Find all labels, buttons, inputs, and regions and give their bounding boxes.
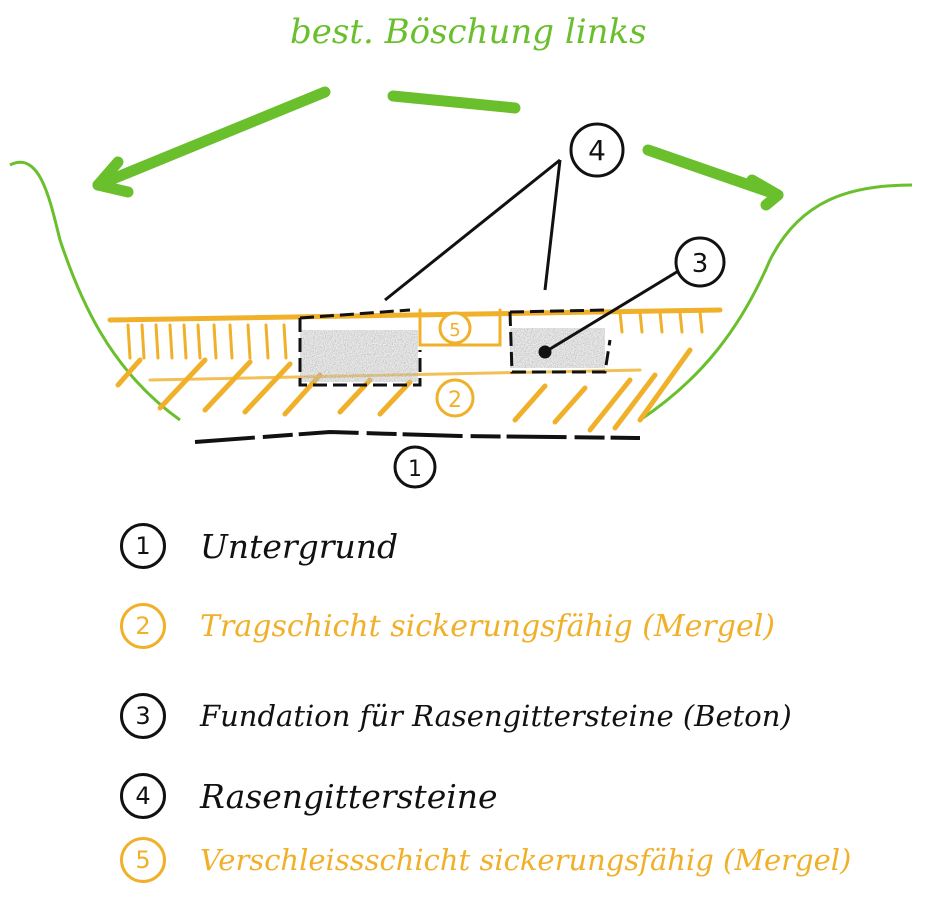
subsoil-line	[194, 429, 641, 444]
right-arrow	[642, 144, 784, 211]
paver-outlines	[298, 308, 612, 387]
legend-label: Fundation für Rasengittersteine (Beton)	[200, 699, 792, 733]
callout-2: 2	[435, 378, 475, 418]
legend-number: 5	[120, 837, 166, 883]
legend-number: 2	[120, 603, 166, 649]
legend-item-1: 1 Untergrund	[120, 518, 398, 574]
right-slope-line	[639, 183, 913, 422]
svg-text:5: 5	[449, 320, 460, 341]
legend-item-4: 4 Rasengittersteine	[120, 768, 498, 824]
legend-item-2: 2 Tragschicht sickerungsfähig (Mergel)	[120, 598, 775, 654]
concrete-foundation-right	[510, 328, 605, 368]
legend-number: 3	[120, 693, 166, 739]
concrete-foundation-left	[300, 330, 418, 382]
wear-layer-hatching	[126, 308, 704, 360]
sketch-title: best. Böschung links	[290, 12, 647, 52]
legend-label: Verschleissschicht sickerungsfähig (Merg…	[200, 843, 852, 877]
callout-5: 5	[438, 311, 472, 345]
top-stroke	[387, 90, 521, 114]
legend-label: Tragschicht sickerungsfähig (Mergel)	[200, 608, 775, 644]
legend-item-5: 5 Verschleissschicht sickerungsfähig (Me…	[120, 832, 851, 888]
left-slope-line	[9, 161, 181, 422]
callout-1: 1	[393, 445, 437, 489]
left-arrow	[92, 86, 331, 198]
legend-item-3: 3 Fundation für Rasengittersteine (Beton…	[120, 688, 792, 744]
legend-number: 4	[120, 773, 166, 819]
legend-label: Untergrund	[200, 526, 399, 566]
leader-lines	[384, 158, 681, 359]
callout-3: 3	[674, 236, 726, 288]
svg-text:4: 4	[588, 134, 606, 167]
callout-4: 4	[569, 122, 625, 178]
svg-text:2: 2	[448, 388, 462, 413]
svg-text:1: 1	[408, 457, 422, 482]
legend-label: Rasengittersteine	[200, 776, 498, 816]
legend-number: 1	[120, 523, 166, 569]
svg-text:3: 3	[692, 249, 709, 279]
